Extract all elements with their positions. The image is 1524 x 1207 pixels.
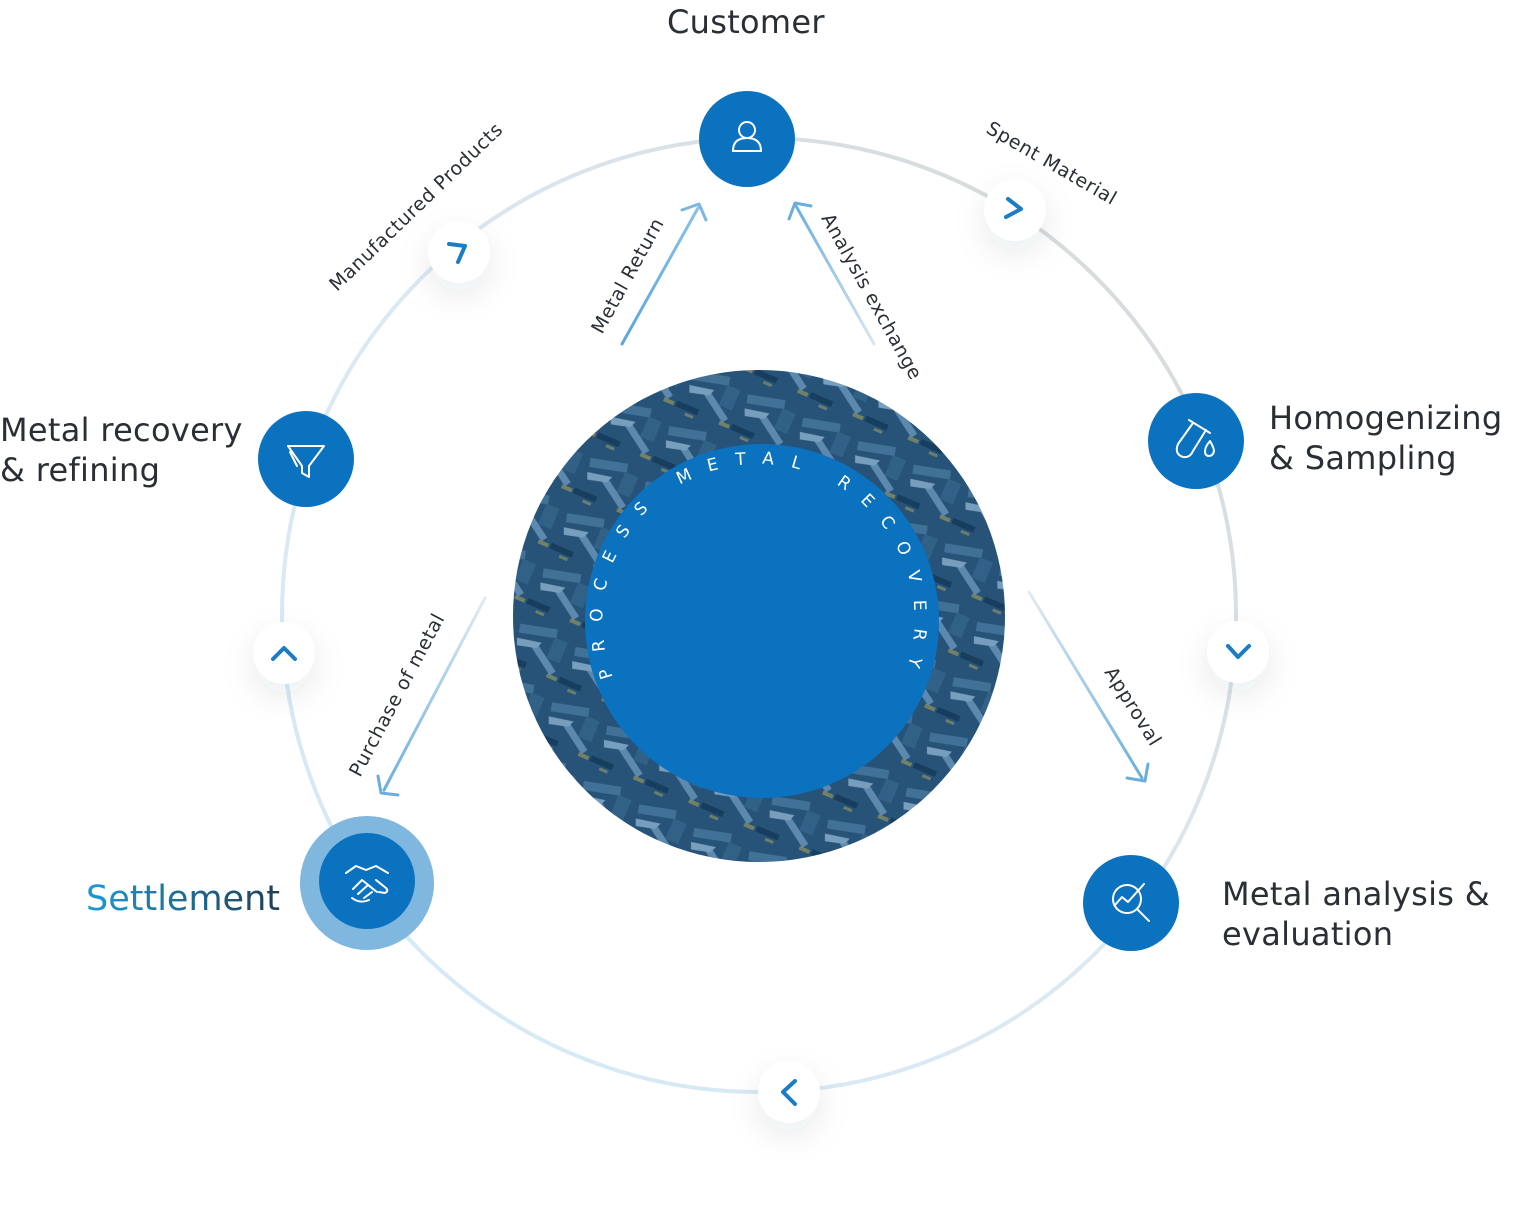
flow-arrow-analysis-exchange xyxy=(787,201,876,346)
user-icon xyxy=(731,121,763,152)
chevron-button-left[interactable] xyxy=(253,622,315,684)
stage-node-customer[interactable] xyxy=(699,91,795,187)
flow-label-analysis-exchange: Analysis exchange xyxy=(817,210,927,384)
flow-arrow-metal-return xyxy=(620,202,708,346)
flow-label-approval: Approval xyxy=(1100,663,1166,750)
stage-node-settlement[interactable] xyxy=(300,816,434,950)
funnel-icon xyxy=(287,445,325,478)
stage-title-line: & refining xyxy=(0,451,161,489)
flow-label-metal-return: Metal Return xyxy=(587,214,669,337)
stage-node-homogenizing[interactable] xyxy=(1148,393,1244,489)
chevron-button-top-left[interactable] xyxy=(428,221,490,283)
stage-title-homogenizing: Homogenizing & Sampling xyxy=(1269,398,1502,478)
chevron-right-icon xyxy=(447,242,467,264)
stage-title-customer: Customer xyxy=(667,2,825,42)
center-core xyxy=(585,444,939,798)
chevron-left-icon xyxy=(781,1079,797,1106)
chevron-right-icon xyxy=(1004,197,1023,219)
stage-title-customer-text: Customer xyxy=(667,3,825,41)
chevron-button-right[interactable] xyxy=(1207,621,1269,683)
stage-title-settlement: Settlement xyxy=(86,879,280,919)
flow-arrow-approval xyxy=(1027,590,1150,783)
stage-title-line: & Sampling xyxy=(1269,439,1457,477)
stage-title-line: evaluation xyxy=(1222,915,1394,953)
flow-arrow-purchase-of-metal xyxy=(376,596,487,797)
stage-title-line: Metal recovery xyxy=(0,411,243,449)
stage-title-settlement-text: Settlement xyxy=(86,879,280,919)
chevron-up-icon xyxy=(271,646,297,661)
chevron-button-top-right[interactable] xyxy=(984,179,1046,241)
stage-title-refining: Metal recovery & refining xyxy=(0,410,243,490)
chevron-down-icon xyxy=(1226,644,1251,659)
chevron-button-bottom[interactable] xyxy=(758,1061,820,1123)
stage-title-analysis: Metal analysis & evaluation xyxy=(1222,874,1490,954)
test-tube-icon xyxy=(1175,419,1215,459)
stage-title-line: Metal analysis & xyxy=(1222,875,1491,913)
stage-node-refining[interactable] xyxy=(258,411,354,507)
magnifier-chart-icon xyxy=(1112,883,1150,922)
handshake-icon xyxy=(345,865,389,903)
stage-node-analysis[interactable] xyxy=(1083,855,1179,951)
stage-title-line: Homogenizing xyxy=(1269,399,1503,437)
